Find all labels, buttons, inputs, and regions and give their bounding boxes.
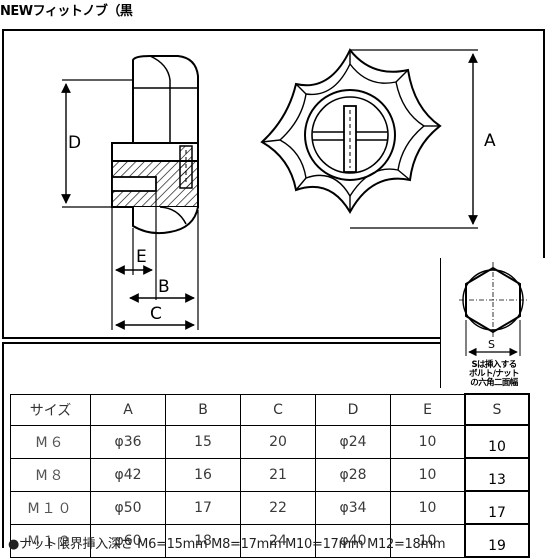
cell-c: 20 (240, 424, 316, 459)
cell-a: φ42 (90, 457, 166, 492)
cell-size: M６ (10, 424, 91, 459)
dim-label-s: S (488, 338, 495, 351)
cell-s: 10 (464, 424, 530, 459)
cell-b: 17 (165, 490, 241, 525)
technical-drawing: D E B C A (61, 48, 496, 330)
header-s: S (464, 393, 530, 426)
cell-a: φ36 (90, 424, 166, 459)
cell-c: 21 (240, 457, 316, 492)
header-c: C (240, 393, 316, 426)
cell-e: 10 (390, 457, 466, 492)
table-row: M６ φ36 15 20 φ24 10 10 (10, 424, 530, 459)
cell-e: 10 (390, 490, 466, 525)
hex-detail: S Sは挿入する ボルト/ナット の六角二面幅 (440, 258, 547, 388)
dim-label-a: A (484, 131, 496, 151)
side-view (111, 55, 199, 235)
cell-s: 17 (464, 490, 530, 525)
header-e: E (390, 393, 466, 426)
table-row: M１０ φ50 17 22 φ34 10 17 (10, 490, 530, 525)
cell-size: M１０ (10, 490, 91, 525)
cell-s: 19 (464, 523, 530, 558)
table-frame (2, 342, 545, 548)
header-size: サイズ (10, 393, 91, 426)
cell-e: 10 (390, 424, 466, 459)
hex-caption-line-3: の六角二面幅 (470, 378, 518, 388)
dim-label-d: D (68, 133, 81, 153)
cell-c: 22 (240, 490, 316, 525)
dim-label-c: C (150, 304, 162, 324)
cell-d: φ28 (315, 457, 391, 492)
hex-caption-line-2: ボルト/ナット (469, 369, 520, 379)
cell-s: 13 (464, 457, 530, 492)
cell-a: φ50 (90, 490, 166, 525)
table-header-row: サイズ A B C D E S (10, 393, 530, 426)
page-title: NEWフィットノブ（黒 (0, 4, 133, 19)
header-d: D (315, 393, 391, 426)
front-view (260, 48, 442, 215)
hex-nut-icon: S (459, 262, 527, 357)
header-a: A (90, 393, 166, 426)
cell-d: φ24 (315, 424, 391, 459)
cell-b: 15 (165, 424, 241, 459)
footnote-nut-depth: ●ナット限界挿入深さ M6=15mm M8=17mm M10=17mm M12=… (8, 537, 446, 552)
dim-label-e: E (136, 247, 147, 267)
drawing-frame (2, 29, 545, 339)
cell-b: 16 (165, 457, 241, 492)
dim-label-b: B (158, 277, 170, 297)
hex-caption-line-1: Sは挿入する (471, 360, 517, 370)
cell-d: φ34 (315, 490, 391, 525)
cell-size: M８ (10, 457, 91, 492)
table-row: M８ φ42 16 21 φ28 10 13 (10, 457, 530, 492)
header-b: B (165, 393, 241, 426)
